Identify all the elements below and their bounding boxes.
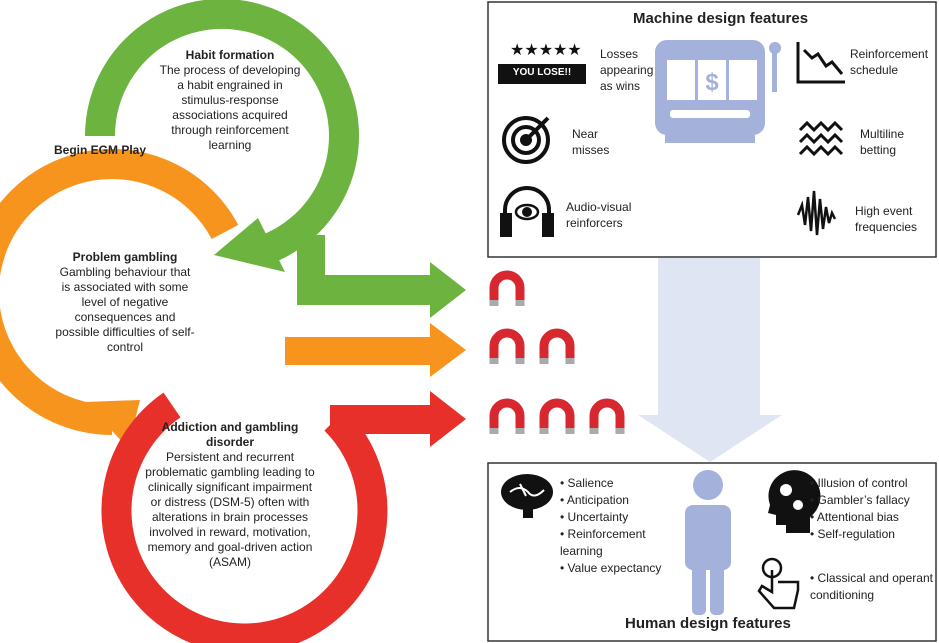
declining-chart-icon bbox=[796, 42, 845, 84]
list-item: Attentional bias bbox=[810, 509, 935, 526]
human-box bbox=[487, 462, 937, 642]
feature-near-misses: Near misses bbox=[572, 127, 610, 157]
cognition-feature-list: Illusion of control Gambler’s fallacy At… bbox=[810, 475, 935, 543]
list-item: Illusion of control bbox=[810, 475, 935, 492]
down-arrow bbox=[638, 258, 782, 462]
feature-high-event-frequencies: High event frequencies bbox=[855, 204, 918, 234]
brain-feature-list: Salience Anticipation Uncertainty Reinfo… bbox=[560, 475, 670, 577]
problem-gambling-text: Problem gambling Gambling behaviour that… bbox=[55, 250, 195, 355]
machine-box bbox=[487, 1, 937, 258]
feature-audio-visual: Audio-visual reinforcers bbox=[566, 200, 632, 230]
magnet-icon bbox=[489, 328, 525, 364]
addiction-text: Addiction and gambling disorder Persiste… bbox=[145, 420, 315, 570]
problem-gambling-title: Problem gambling bbox=[72, 250, 178, 264]
slot-machine-icon: $ bbox=[655, 40, 781, 143]
red-arrow bbox=[330, 391, 466, 447]
list-item: Reinforcement learning bbox=[560, 526, 650, 560]
human-design-title: Human design features bbox=[625, 615, 791, 632]
list-item: Self-regulation bbox=[810, 526, 935, 543]
feature-multiline-betting: Multiline betting bbox=[860, 127, 905, 157]
feature-reinforcement-schedule: Reinforcement schedule bbox=[850, 47, 929, 77]
addiction-body: Persistent and recurrent problematic gam… bbox=[145, 450, 315, 569]
zigzag-lines-icon bbox=[798, 120, 844, 157]
svg-text:$: $ bbox=[705, 69, 719, 96]
green-branch-arrow bbox=[297, 235, 466, 318]
list-item: Classical and operant conditioning bbox=[810, 570, 935, 604]
red-circle bbox=[101, 392, 388, 643]
orange-arrow bbox=[285, 323, 466, 377]
problem-gambling-body: Gambling behaviour that is associated wi… bbox=[55, 265, 195, 354]
habit-formation-title: Habit formation bbox=[185, 48, 275, 62]
target-icon bbox=[502, 116, 550, 164]
magnets bbox=[489, 270, 625, 434]
machine-design-title: Machine design features bbox=[633, 10, 809, 27]
magnet-icon bbox=[489, 398, 525, 434]
habit-formation-body: The process of developing a habit engrai… bbox=[159, 63, 301, 152]
list-item: Uncertainty bbox=[560, 509, 670, 526]
magnet-icon bbox=[589, 398, 625, 434]
pointing-hand-icon bbox=[757, 557, 800, 610]
waveform-icon bbox=[796, 190, 837, 236]
person-icon bbox=[685, 470, 731, 615]
headphones-eye-icon bbox=[500, 186, 554, 237]
green-arc bbox=[85, 0, 359, 265]
orange-arc bbox=[0, 149, 239, 435]
conditioning-feature-list: Classical and operant conditioning bbox=[810, 570, 935, 604]
list-item: Salience bbox=[560, 475, 670, 492]
brain-icon bbox=[501, 474, 553, 518]
you-lose-badge-icon: ★★★★★ bbox=[498, 42, 586, 84]
magnet-icon bbox=[539, 328, 575, 364]
begin-egm-play-label: Begin EGM Play bbox=[53, 143, 147, 157]
svg-text:★★★★★: ★★★★★ bbox=[510, 42, 582, 59]
green-arrowhead bbox=[214, 218, 285, 272]
addiction-title: Addiction and gambling disorder bbox=[161, 420, 299, 449]
list-item: Anticipation bbox=[560, 492, 670, 509]
list-item: Value expectancy bbox=[560, 560, 670, 577]
magnet-icon bbox=[489, 270, 525, 306]
you-lose-badge-text: YOU LOSE!! bbox=[512, 67, 572, 78]
list-item: Gambler’s fallacy bbox=[810, 492, 935, 509]
magnet-icon bbox=[539, 398, 575, 434]
head-gears-icon bbox=[768, 470, 821, 533]
habit-formation-text: Habit formation The process of developin… bbox=[155, 48, 305, 153]
feature-losses-as-wins: Losses appearing as wins bbox=[600, 47, 654, 93]
